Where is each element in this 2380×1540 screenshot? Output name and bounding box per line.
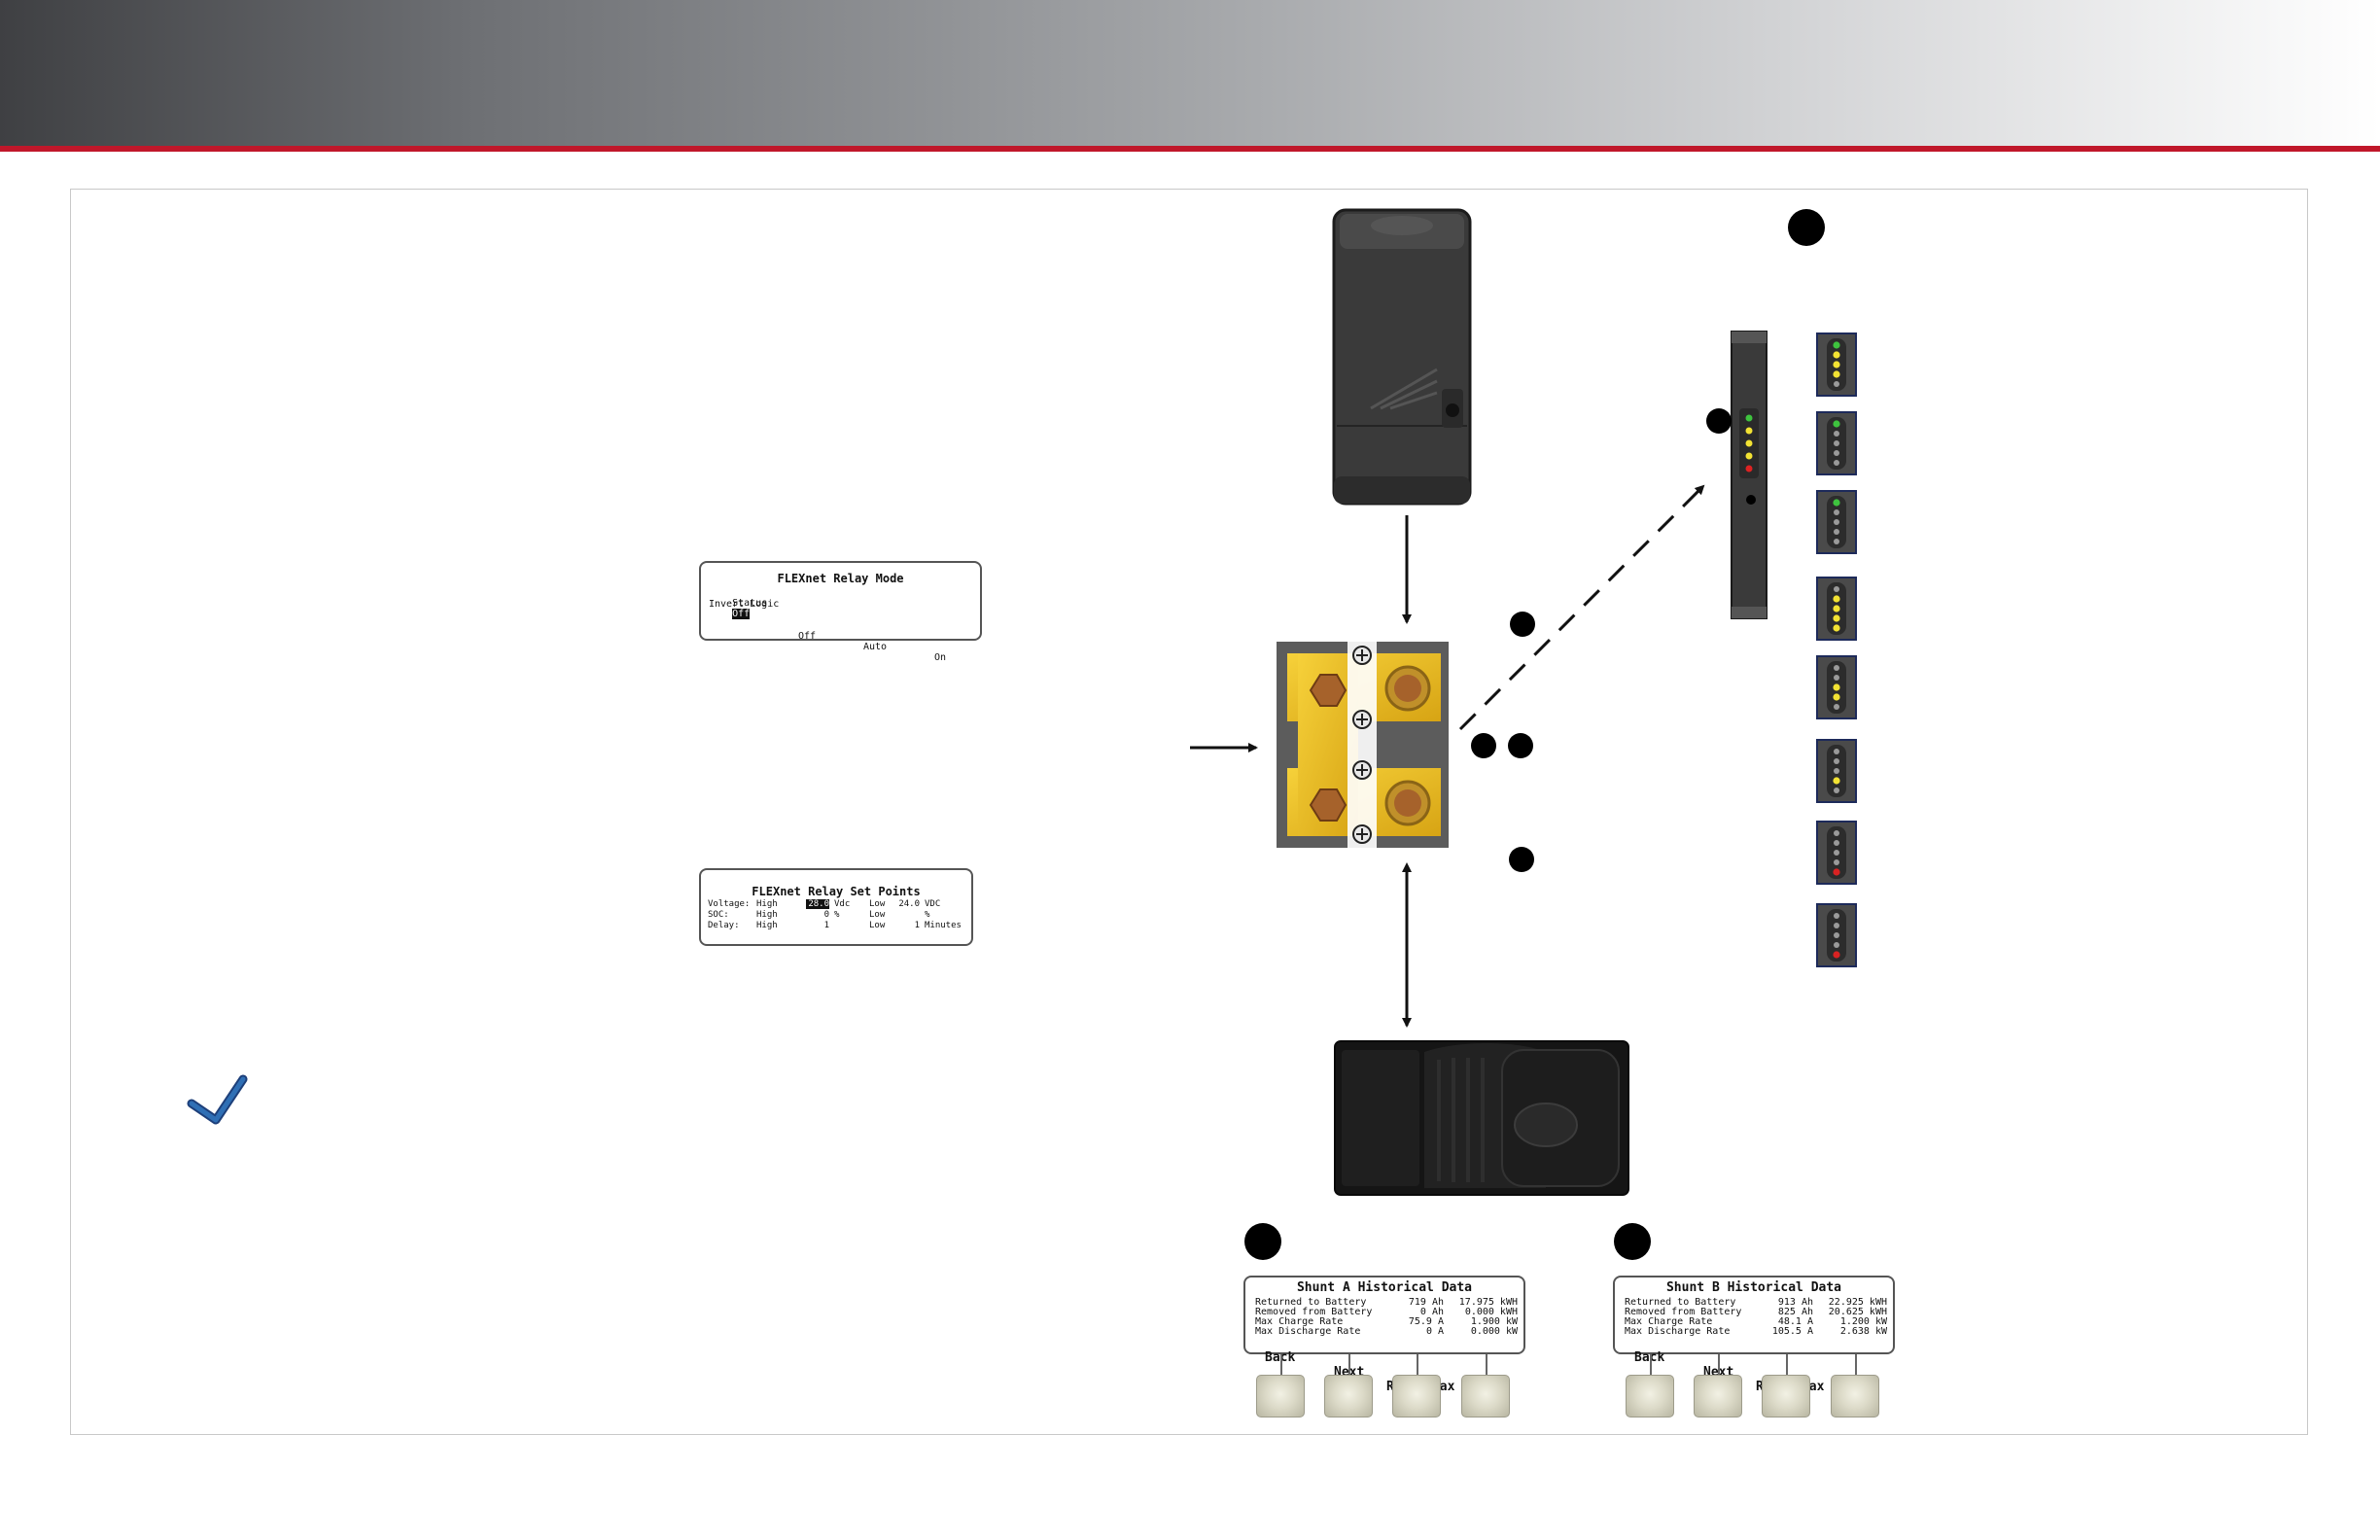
shunt-b-row-label: Max Charge Rate [1625,1316,1713,1327]
relay-mode-screen: FLEXnet Relay Mode Status Off Invert Log… [699,561,982,663]
shunt-b-row-label: Removed from Battery [1625,1307,1742,1317]
set-point-high-value: 1 [823,921,829,930]
relay-mode-title: FLEXnet Relay Mode [777,572,904,585]
shunt-b-row-value-1: 105.5 A [1771,1326,1813,1337]
button-stem [1786,1354,1788,1376]
shunt-a-title: Shunt A Historical Data [1296,1280,1472,1295]
shunt-a-row-label: Returned to Battery [1255,1297,1367,1308]
set-point-high-unit: % [834,910,840,920]
set-point-low-label: Low [869,910,886,920]
shunt-a-hw-button-2[interactable] [1324,1375,1373,1418]
set-point-label: Voltage: [708,899,751,909]
shunt-a-hw-button-4[interactable] [1461,1375,1510,1418]
set-points-title: FLEXnet Relay Set Points [752,885,921,898]
shunt-a-key-back[interactable]: Back [1265,1350,1295,1365]
shunt-a-hw-button-3[interactable] [1392,1375,1441,1418]
set-point-high-label: High [756,921,778,930]
shunt-a-row-value-1: 0 A [1425,1326,1444,1337]
set-point-label: Delay: [708,921,740,930]
set-point-low-label: Low [869,899,886,909]
shunt-a-row-label: Max Discharge Rate [1255,1326,1361,1337]
shunt-a-screen: Shunt A Historical Data Returned to Batt… [1243,1276,1525,1394]
shunt-b-key-back[interactable]: Back [1634,1350,1664,1365]
shunt-a-row-value-2: 0.000 kW [1470,1326,1518,1337]
set-point-high-unit: Vdc [834,899,851,909]
shunt-a-row-value-2: 1.900 kW [1470,1316,1518,1327]
relay-key-on[interactable]: On [934,652,947,663]
shunt-a-row-value-2: 0.000 kWH [1464,1307,1518,1317]
shunt-b-row-value-2: 2.638 kW [1839,1326,1887,1337]
shunt-a-row-value-1: 719 Ah [1408,1297,1444,1308]
button-stem [1855,1354,1857,1376]
shunt-b-row-value-1: 913 Ah [1777,1297,1813,1308]
button-stem [1650,1354,1652,1376]
shunt-b-row-label: Returned to Battery [1625,1297,1736,1308]
set-point-low-label: Low [869,921,886,930]
set-point-high-label: High [756,899,778,909]
shunt-b-row-value-1: 825 Ah [1777,1307,1813,1317]
button-stem [1348,1354,1350,1376]
set-point-low-value: 24.0 [898,899,920,909]
shunt-a-row-value-1: 75.9 A [1408,1316,1444,1327]
set-point-low-unit: VDC [925,899,941,909]
relay-key-off[interactable]: Off [798,631,817,642]
set-point-high-value: 0 [823,910,829,920]
shunt-b-hw-button-4[interactable] [1831,1375,1879,1418]
shunt-b-row-label: Max Discharge Rate [1625,1326,1731,1337]
shunt-a-row-label: Removed from Battery [1255,1307,1373,1317]
shunt-b-hw-button-1[interactable] [1626,1375,1674,1418]
invert-logic-label: Invert Logic [709,599,780,610]
shunt-b-title: Shunt B Historical Data [1665,1280,1841,1295]
set-point-low-unit: Minutes [925,921,962,930]
shunt-a-row-value-1: 0 Ah [1419,1307,1444,1317]
status-label: Status [732,598,768,609]
set-point-low-value: 1 [914,921,920,930]
shunt-a-row-value-2: 17.975 kWH [1458,1297,1518,1308]
header-banner [0,0,2380,146]
button-stem [1417,1354,1418,1376]
shunt-b-row-value-2: 1.200 kW [1839,1316,1887,1327]
status-value[interactable]: Off [732,609,751,619]
shunt-b-hw-button-3[interactable] [1762,1375,1810,1418]
shunt-b-row-value-2: 22.925 kWH [1828,1297,1887,1308]
content-frame [70,189,2308,1435]
set-point-low-unit: % [925,910,930,920]
set-point-label: SOC: [708,910,729,920]
button-stem [1280,1354,1282,1376]
shunt-a-hw-button-1[interactable] [1256,1375,1305,1418]
set-point-high-label: High [756,910,778,920]
set-point-high-value: 28.0 [806,899,829,909]
button-stem [1718,1354,1720,1376]
set-points-screen: FLEXnet Relay Set Points Voltage: High 28.… [699,868,973,946]
button-stem [1486,1354,1488,1376]
shunt-b-row-value-1: 48.1 A [1777,1316,1813,1327]
shunt-b-hw-button-2[interactable] [1694,1375,1742,1418]
shunt-b-row-value-2: 20.625 kWH [1828,1307,1887,1317]
shunt-b-screen: Shunt B Historical Data Returned to Batt… [1613,1276,1895,1394]
relay-key-auto[interactable]: Auto [863,642,888,652]
shunt-a-row-label: Max Charge Rate [1255,1316,1344,1327]
header-red-rule [0,146,2380,152]
